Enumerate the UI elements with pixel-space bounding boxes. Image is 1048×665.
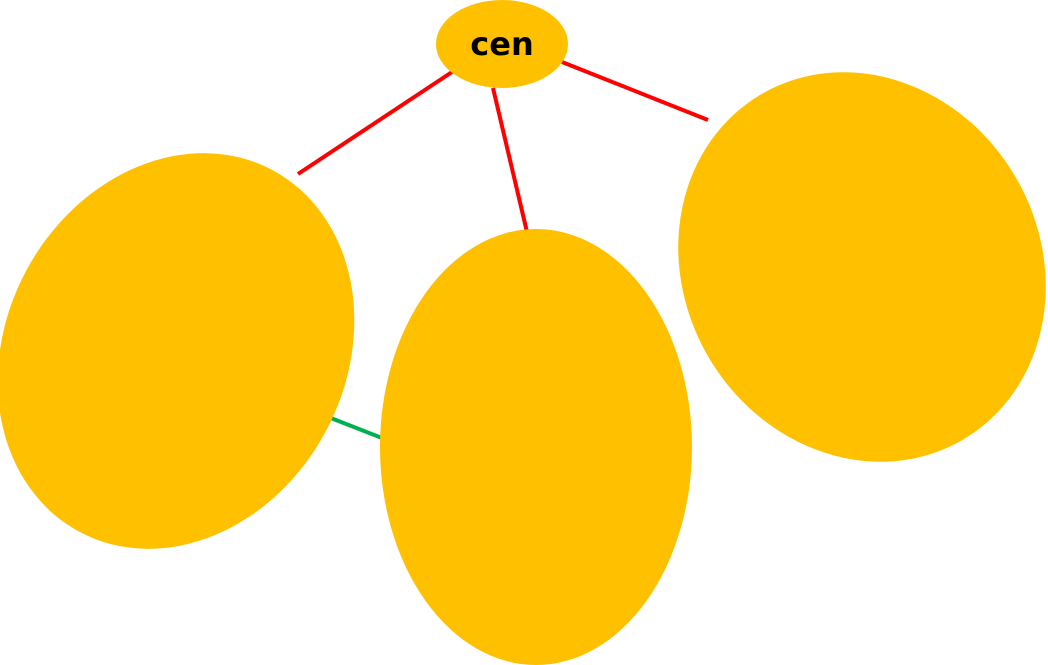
edge-center-left: [296, 70, 454, 176]
node-center-shape: [436, 0, 568, 88]
node-left[interactable]: [0, 90, 422, 612]
edge-center-right: [561, 60, 709, 122]
node-right[interactable]: [608, 5, 1048, 529]
node-left-shape: [0, 153, 355, 549]
node-middle[interactable]: [380, 229, 692, 665]
node-center-label: cen: [470, 25, 533, 63]
node-center[interactable]: cen: [436, 0, 568, 88]
node-right-shape: [678, 72, 1046, 462]
node-middle-shape: [380, 229, 692, 665]
edge-center-middle: [491, 87, 529, 233]
